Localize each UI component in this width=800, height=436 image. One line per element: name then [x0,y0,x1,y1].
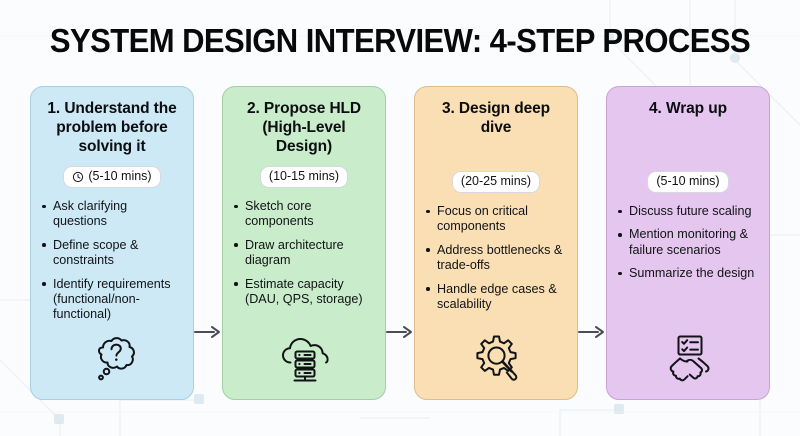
step-4-heading: 4. Wrap up [649,100,727,117]
list-item: Focus on critical components [426,204,568,235]
arrow-step1-to-step2 [194,326,220,338]
step-2-bullets: Sketch core components Draw architecture… [223,199,385,307]
step-2-badge-wrap: (10-15 mins) [223,166,385,188]
steps-container: 1. Understand the problem before solving… [0,86,800,402]
step-2-duration-badge: (10-15 mins) [259,166,349,188]
arrow-step2-to-step3 [386,326,412,338]
list-item: Draw architecture diagram [234,238,376,269]
step-3-badge-wrap: (20-25 mins) [415,171,577,193]
gear-magnifier-icon [476,335,518,381]
cloud-server-icon [282,338,329,382]
step-1-duration-badge: (5-10 mins) [63,166,161,188]
page-title: SYSTEM DESIGN INTERVIEW: 4-STEP PROCESS [49,22,751,59]
list-item: Sketch core components [234,199,376,230]
step-3-duration-badge: (20-25 mins) [451,171,541,193]
step-1-bullets: Ask clarifying questions Define scope & … [31,199,193,323]
step-1-badge-wrap: (5-10 mins) [31,166,193,188]
clock-icon [73,171,84,182]
step-1-duration-text: (5-10 mins) [88,169,152,183]
step-card-1[interactable]: 1. Understand the problem before solving… [30,86,194,400]
arrow-step3-to-step4 [578,326,604,338]
step-1-icon-wrap [31,335,193,387]
list-item: Address bottlenecks & trade-offs [426,243,568,274]
list-item: Identify requirements (functional/non-fu… [42,277,184,323]
list-item: Summarize the design [618,266,760,281]
step-card-2[interactable]: 2. Propose HLD (High-Level Design) (10-1… [222,86,386,400]
step-3-duration-text: (20-25 mins) [460,174,532,188]
step-4-duration-badge: (5-10 mins) [647,171,729,193]
handshake-checklist-icon [669,335,710,382]
step-3-bullets: Focus on critical components Address bot… [415,204,577,312]
step-4-icon-wrap [607,333,769,383]
list-item: Ask clarifying questions [42,199,184,230]
step-4-duration-text: (5-10 mins) [656,174,720,188]
thought-bubble-question-icon [98,337,135,381]
list-item: Mention monitoring & failure scenarios [618,227,760,258]
step-1-heading: 1. Understand the problem before solving… [47,100,177,155]
step-2-duration-text: (10-15 mins) [268,169,340,183]
step-3-icon-wrap [415,333,577,385]
list-item: Estimate capacity (DAU, QPS, storage) [234,277,376,308]
step-3-heading: 3. Design deep dive [442,100,550,136]
list-item: Handle edge cases & scalability [426,282,568,313]
step-2-heading: 2. Propose HLD (High-Level Design) [246,100,361,155]
step-2-icon-wrap [223,335,385,385]
step-card-4[interactable]: 4. Wrap up (5-10 mins) Discuss future sc… [606,86,770,400]
step-card-3[interactable]: 3. Design deep dive (20-25 mins) Focus o… [414,86,578,400]
list-item: Define scope & constraints [42,238,184,269]
step-4-bullets: Discuss future scaling Mention monitorin… [607,204,769,282]
step-4-badge-wrap: (5-10 mins) [607,171,769,193]
list-item: Discuss future scaling [618,204,760,219]
